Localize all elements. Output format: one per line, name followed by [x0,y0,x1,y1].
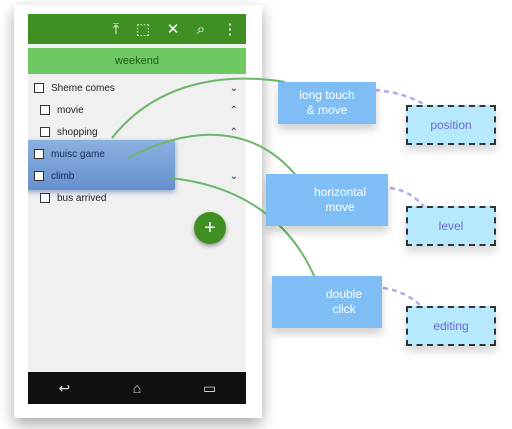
connector-horizontal [127,133,299,179]
home-icon[interactable]: ⌂ [132,380,142,396]
dash-editing [382,286,421,306]
checkbox[interactable] [40,193,50,203]
callout-double-click: double click [272,276,382,328]
close-icon[interactable]: ✕ [166,21,180,38]
select-all-icon[interactable]: ⬚ [135,21,151,38]
checkbox[interactable] [34,83,44,93]
list-title: weekend [114,55,160,67]
checkbox[interactable] [34,171,44,181]
dash-position [374,88,426,107]
search-icon[interactable]: ⌕ [196,20,206,38]
list-item-label: Sheme comes [51,82,115,94]
checkbox[interactable] [40,127,50,137]
list-item[interactable]: shopping ⌃ [40,121,246,143]
list-item-label: movie [57,104,84,116]
list-item-label: shopping [57,126,98,138]
more-icon[interactable]: ⋮ [222,21,238,38]
list-item-label: bus arrived [57,192,107,204]
add-item-button[interactable]: + [194,212,226,244]
phone-screen: ⤒ ⬚ ✕ ⌕ ⋮ weekend Sheme comes ⌄ movie ⌃ … [28,14,246,404]
back-icon[interactable]: ↩ [58,379,71,396]
list-item-label: muisc game [51,148,105,160]
list-item-label: climb [51,170,75,182]
callout-long-touch: long touch & move [278,82,376,124]
chevron-up-icon[interactable]: ⌃ [229,104,238,116]
callout-horizontal-move: horizontal move [266,174,388,226]
connector-long-touch [111,77,286,139]
list-item[interactable]: Sheme comes ⌄ [34,77,246,99]
result-position: position [406,105,496,145]
chevron-down-icon[interactable]: ⌄ [229,170,238,182]
chevron-down-icon[interactable]: ⌄ [229,82,238,94]
android-nav-bar: ↩ ⌂ ▭ [28,372,246,404]
checkbox[interactable] [34,149,44,159]
list-item[interactable]: climb ⌄ [34,165,246,187]
list-title-bar[interactable]: weekend [28,48,246,74]
result-editing: editing [406,306,496,346]
dash-level [389,186,426,209]
connector-double-click [169,177,316,279]
result-level: level [406,206,496,246]
upload-icon[interactable]: ⤒ [112,20,120,38]
app-toolbar: ⤒ ⬚ ✕ ⌕ ⋮ [28,14,246,44]
checkbox[interactable] [40,105,50,115]
recent-apps-icon[interactable]: ▭ [203,379,217,396]
list-item[interactable]: bus arrived [40,187,246,209]
list-item[interactable]: movie ⌃ [40,99,246,121]
chevron-up-icon[interactable]: ⌃ [229,126,238,138]
list-item[interactable]: muisc game [34,143,246,165]
